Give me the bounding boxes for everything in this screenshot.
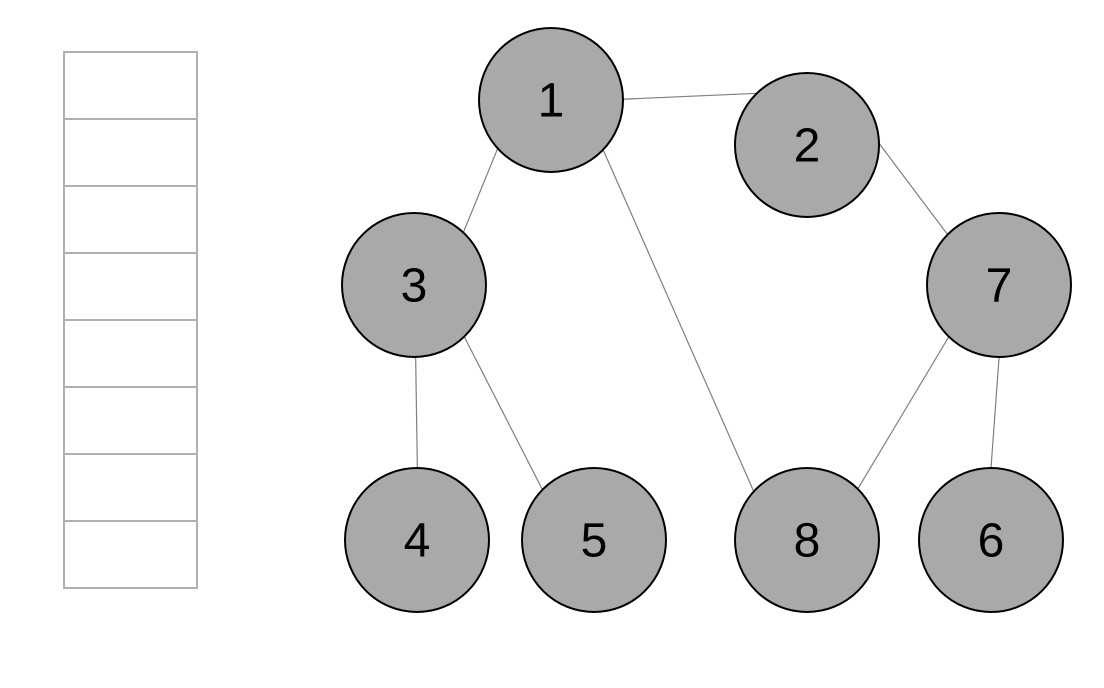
- answer-table-row: [63, 252, 198, 321]
- graph-node-1[interactable]: [478, 27, 624, 173]
- answer-cell-6[interactable]: [63, 386, 198, 455]
- graph-node-5[interactable]: [521, 467, 667, 613]
- graph-node-label-6: 6: [978, 515, 1005, 568]
- graph-edge-1-8: [585, 110, 770, 527]
- graph-node-label-7: 7: [986, 260, 1013, 313]
- graph-node-7[interactable]: [926, 212, 1072, 358]
- answer-table-row: [63, 520, 198, 589]
- answer-cell-4[interactable]: [63, 252, 198, 321]
- answer-cell-1[interactable]: [63, 51, 198, 120]
- answer-table: [63, 51, 198, 589]
- graph-node-3[interactable]: [341, 212, 487, 358]
- answer-cell-2[interactable]: [63, 118, 198, 187]
- graph-node-label-4: 4: [404, 515, 431, 568]
- answer-table-row: [63, 453, 198, 522]
- answer-cell-3[interactable]: [63, 185, 198, 254]
- answer-cell-7[interactable]: [63, 453, 198, 522]
- graph-node-group-1: 1: [478, 27, 624, 173]
- answer-table-body: [63, 51, 198, 589]
- answer-table-row: [63, 118, 198, 187]
- graph-node-group-6: 6: [918, 467, 1064, 613]
- graph-node-group-4: 4: [344, 467, 490, 613]
- graph-edge-7-8: [837, 302, 970, 523]
- graph-node-label-8: 8: [794, 515, 821, 568]
- answer-table-row: [63, 386, 198, 455]
- answer-table-row: [63, 319, 198, 388]
- graph-node-label-5: 5: [581, 515, 608, 568]
- graph-node-8[interactable]: [734, 467, 880, 613]
- graph-node-label-2: 2: [794, 120, 821, 173]
- answer-cell-8[interactable]: [63, 520, 198, 589]
- answer-table-row: [63, 51, 198, 120]
- graph-node-label-3: 3: [401, 260, 428, 313]
- graph-node-group-5: 5: [521, 467, 667, 613]
- graph-node-group-7: 7: [926, 212, 1072, 358]
- graph-node-group-3: 3: [341, 212, 487, 358]
- graph-node-group-2: 2: [734, 72, 880, 218]
- graph-node-4[interactable]: [344, 467, 490, 613]
- graph-node-group-8: 8: [734, 467, 880, 613]
- graph-node-label-1: 1: [538, 75, 565, 128]
- answer-table-row: [63, 185, 198, 254]
- graph-node-2[interactable]: [734, 72, 880, 218]
- answer-cell-5[interactable]: [63, 319, 198, 388]
- graph-node-6[interactable]: [918, 467, 1064, 613]
